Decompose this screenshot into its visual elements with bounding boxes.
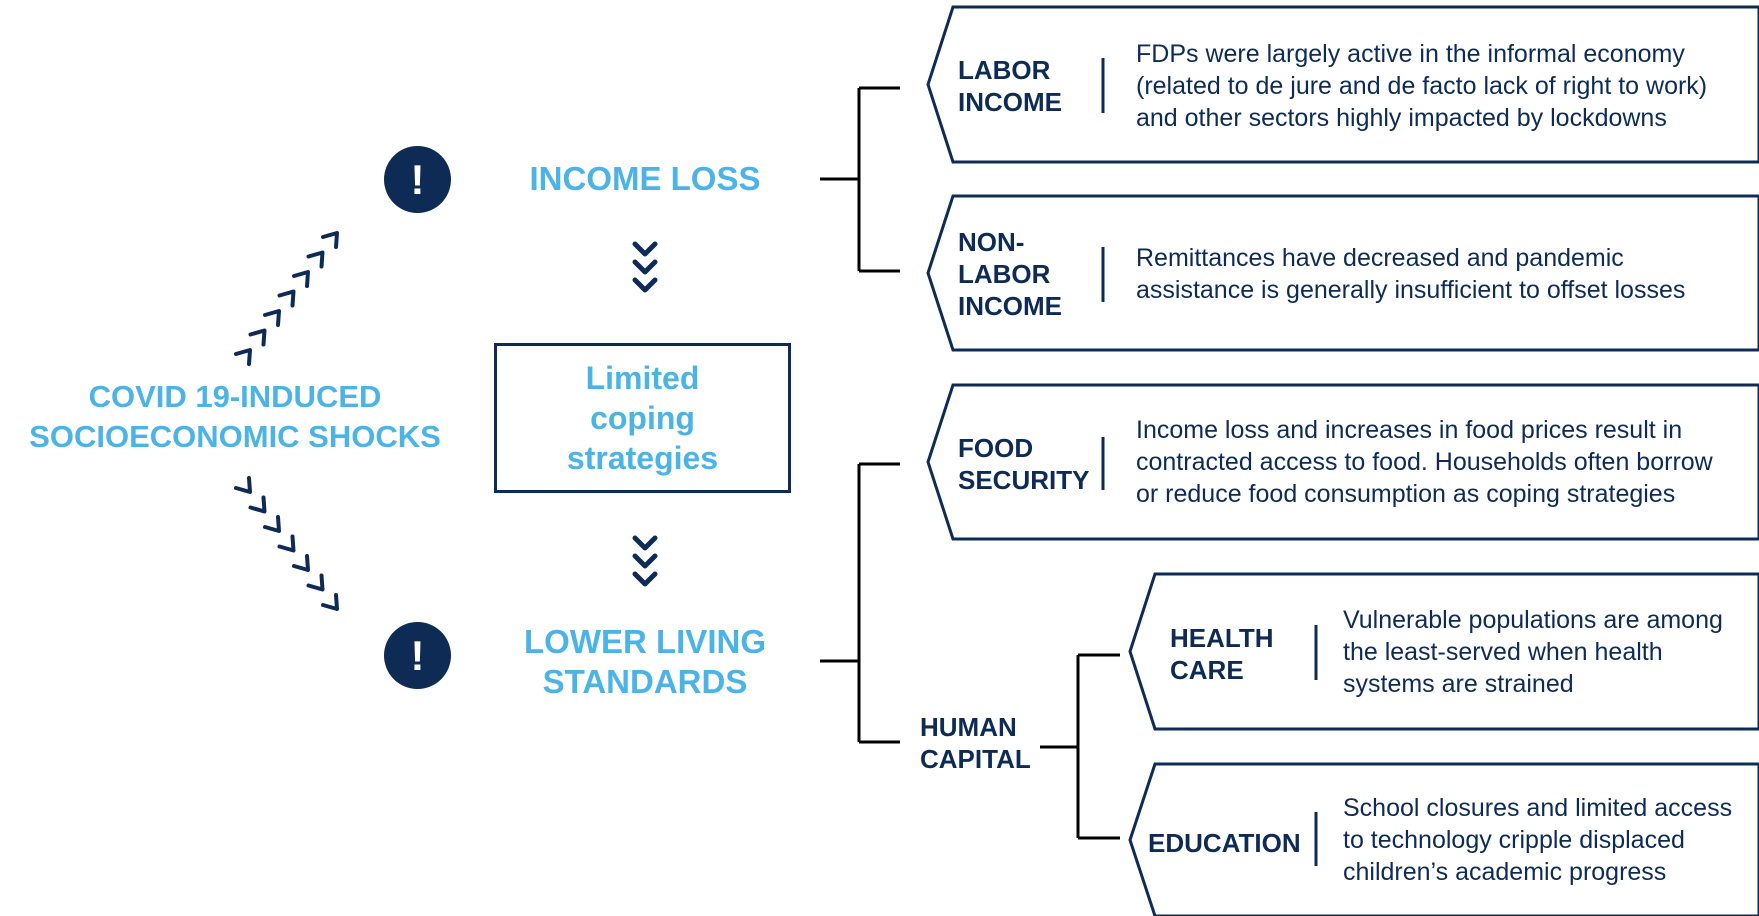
description-health-care: Vulnerable populations are among the lea… [1343,606,1723,698]
category-education: EDUCATION [1148,828,1301,858]
chevron-up-right-icon [306,250,325,269]
category-food-security: FOOD SECURITY [958,433,1090,495]
description-food-security: Income loss and increases in food prices… [1136,416,1713,508]
chevron-up-right-icon [277,289,296,308]
chevron-down-icon [632,259,658,275]
chevron-down-icon [632,241,658,257]
bracket-lower-living [820,462,900,744]
exclamation-icon: ! [384,146,451,213]
box-non-labor-income [926,194,1759,352]
description-non-labor-income: Remittances have decreased and pandemic … [1136,244,1686,304]
chevron-down-right-icon [277,534,296,553]
coping-strategies-label: Limited coping strategies [566,360,719,476]
chevron-down-right-icon [234,476,252,494]
chevron-up-right-icon [248,328,267,347]
chevron-up-right-icon [263,309,281,327]
bracket-human-capital [1040,653,1120,840]
chevron-up-right-icon [321,231,339,249]
chevron-down-right-icon [248,495,267,514]
category-health-care: HEALTH CARE [1170,623,1274,685]
lower-living-standards-label: LOWER LIVING STANDARDS [524,623,766,700]
human-capital-label: HUMAN CAPITAL [920,712,1031,774]
box-education [1128,762,1759,916]
description-labor-income: FDPs were largely active in the informal… [1136,40,1708,132]
chevron-up-right-icon [234,348,252,366]
chevron-down-icon [632,535,658,551]
box-food-security [926,383,1759,541]
chevron-down-right-icon [292,554,310,572]
income-loss-label: INCOME LOSS [529,160,761,197]
chevron-down-right-icon [306,573,325,592]
chevron-down-icon [632,571,658,587]
chevron-down-icon [632,553,658,569]
category-non-labor-income: NON- LABOR INCOME [958,227,1062,321]
chevron-down-right-icon [263,515,281,533]
category-labor-income: LABOR INCOME [958,55,1062,117]
covid-shocks-title: COVID 19-INDUCED SOCIOECONOMIC SHOCKS [29,379,441,454]
description-education: School closures and limited access to te… [1343,794,1733,886]
chevron-up-right-icon [292,270,310,288]
chevron-down-right-icon [321,593,339,611]
chevron-down-icon [632,277,658,293]
box-health-care [1128,572,1759,731]
box-labor-income [926,5,1759,164]
exclamation-icon: ! [384,622,451,689]
coping-strategies-box: Limited coping strategies [494,343,791,493]
bracket-income-loss [820,86,900,273]
